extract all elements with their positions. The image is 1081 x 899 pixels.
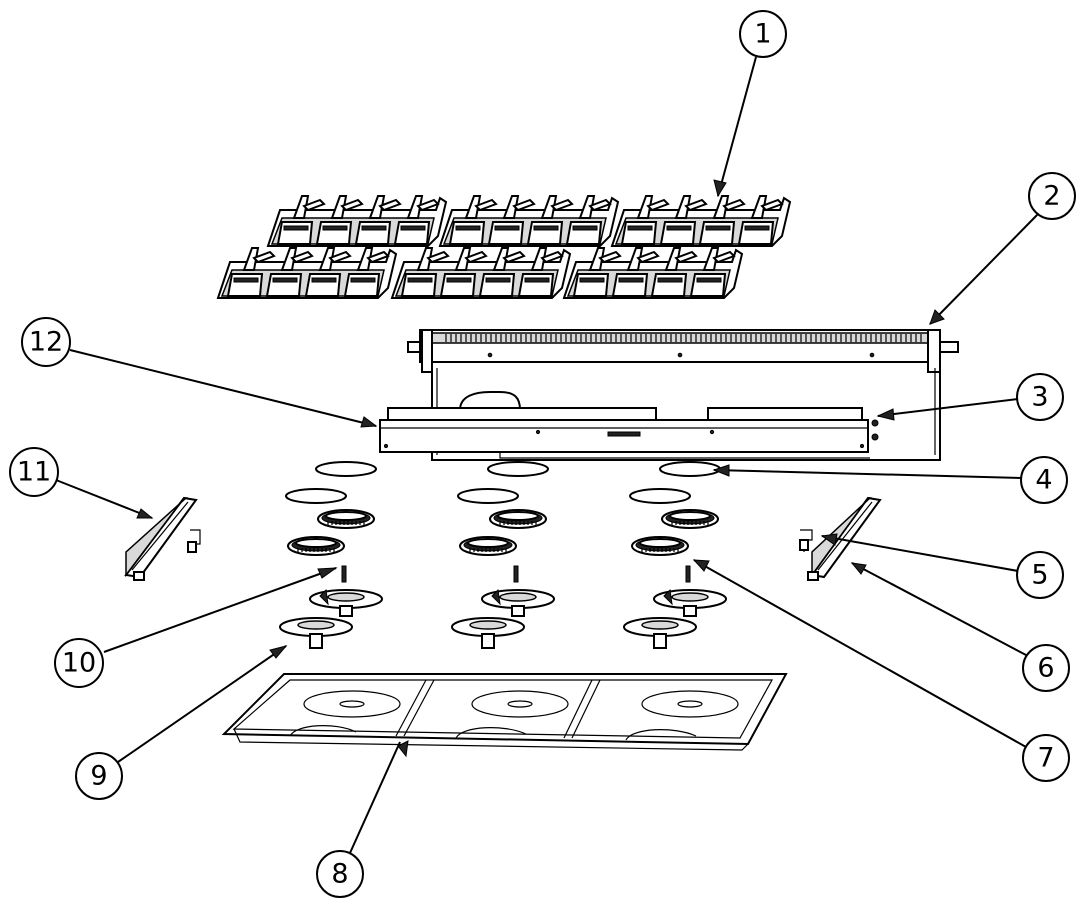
callout-9-label: 9	[90, 761, 107, 792]
callout-2: 2	[1028, 172, 1076, 220]
callout-7: 7	[1022, 734, 1070, 782]
leader-8	[349, 741, 401, 854]
callout-1: 1	[739, 10, 787, 58]
callout-6: 6	[1022, 644, 1070, 692]
callout-4: 4	[1020, 456, 1068, 504]
callout-12: 12	[21, 317, 71, 367]
grate-unit	[610, 195, 792, 247]
leader-7	[693, 559, 1027, 748]
callout-5-label: 5	[1031, 560, 1048, 591]
leader-6	[851, 562, 1027, 656]
grate-unit	[266, 195, 448, 247]
burner-assembly	[451, 461, 555, 649]
burner-assembly	[623, 461, 727, 649]
leader-2	[929, 213, 1039, 325]
callout-7-label: 7	[1037, 743, 1054, 774]
leader-4	[713, 469, 1023, 479]
callout-4-label: 4	[1035, 465, 1052, 496]
callout-11: 11	[9, 447, 59, 497]
part-burner-box	[379, 362, 941, 461]
callout-10-label: 10	[62, 648, 96, 679]
part-right-bracket	[799, 496, 882, 581]
grate-unit	[562, 247, 744, 299]
callout-11-label: 11	[17, 457, 51, 488]
callout-5: 5	[1016, 551, 1064, 599]
leader-10	[103, 567, 337, 653]
part-burner-assemblies	[279, 461, 727, 649]
callout-1-label: 1	[754, 19, 771, 50]
leader-3	[877, 398, 1019, 417]
callout-8-label: 8	[331, 859, 348, 890]
callouts: 1 2 3 4 5 6 7 8	[9, 10, 1076, 898]
leader-5	[821, 535, 1019, 572]
callout-3-label: 3	[1031, 382, 1048, 413]
part-grates	[216, 195, 792, 299]
part-back-guard	[407, 329, 959, 373]
burner-assembly	[279, 461, 383, 649]
leader-12	[69, 349, 377, 427]
callout-6-label: 6	[1037, 653, 1054, 684]
grate-unit	[438, 195, 620, 247]
grate-unit	[216, 247, 398, 299]
leader-9	[117, 645, 287, 763]
leader-lines	[55, 56, 1039, 854]
part-left-bracket	[124, 496, 201, 581]
callout-10: 10	[54, 638, 104, 688]
leader-11	[55, 479, 153, 519]
callout-2-label: 2	[1043, 181, 1060, 212]
grate-unit	[390, 247, 572, 299]
callout-3: 3	[1016, 373, 1064, 421]
leader-1	[717, 56, 757, 197]
callout-8: 8	[316, 850, 364, 898]
callout-9: 9	[75, 752, 123, 800]
part-drip-tray	[221, 673, 788, 751]
callout-12-label: 12	[29, 327, 63, 358]
